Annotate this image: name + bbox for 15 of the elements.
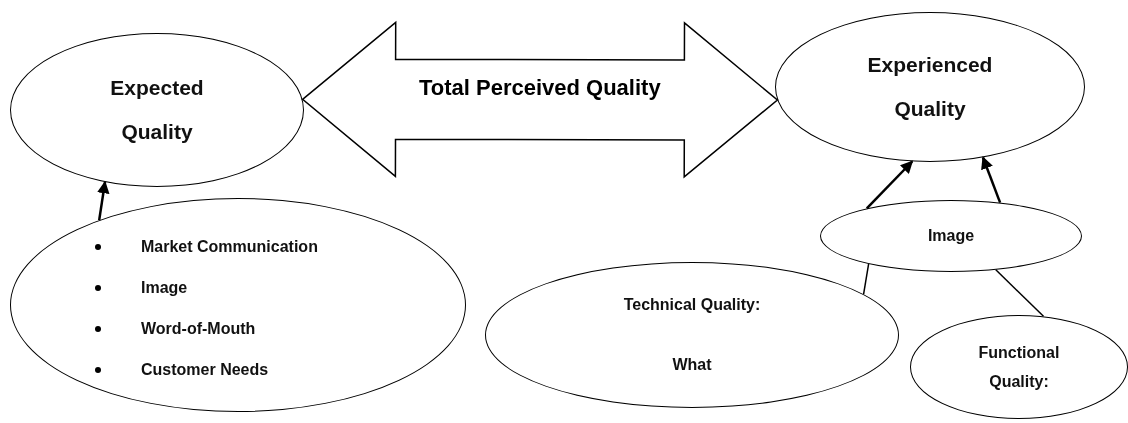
- arrow: [97, 180, 110, 221]
- node-text: Experienced Quality: [866, 52, 994, 122]
- list-item: Word-of-Mouth: [141, 319, 256, 338]
- arrow: [865, 160, 914, 210]
- node-text: Expected Quality: [109, 75, 205, 145]
- node-text: Functional Quality:: [977, 343, 1061, 392]
- connector-line: [862, 263, 870, 295]
- node-text: What: [671, 355, 713, 375]
- list-item: Market Communication: [141, 237, 318, 256]
- list-item: Customer Needs: [141, 360, 269, 379]
- node-text: Image: [926, 226, 976, 246]
- list-item: Image: [141, 278, 188, 297]
- arrow: [981, 156, 1002, 204]
- connector-line: [995, 269, 1045, 318]
- node-text: Technical Quality:: [622, 295, 762, 315]
